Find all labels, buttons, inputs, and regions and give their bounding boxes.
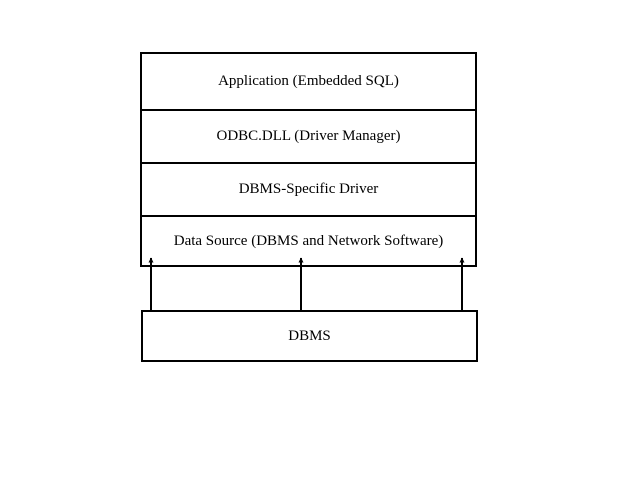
dbms-box: DBMS: [141, 310, 478, 362]
dbms-driver-layer-label: DBMS-Specific Driver: [238, 181, 379, 197]
data-source-layer: Data Source (DBMS and Network Software): [142, 215, 475, 265]
application-layer: Application (Embedded SQL): [142, 54, 475, 109]
application-layer-label: Application (Embedded SQL): [218, 73, 399, 89]
data-source-layer-label: Data Source (DBMS and Network Software): [173, 233, 444, 249]
dbms-driver-layer: DBMS-Specific Driver: [142, 162, 475, 215]
driver-manager-layer: ODBC.DLL (Driver Manager): [142, 109, 475, 162]
dbms-label: DBMS: [288, 327, 331, 344]
driver-manager-layer-label: ODBC.DLL (Driver Manager): [216, 128, 401, 144]
odbc-layer-stack: Application (Embedded SQL) ODBC.DLL (Dri…: [140, 52, 477, 267]
